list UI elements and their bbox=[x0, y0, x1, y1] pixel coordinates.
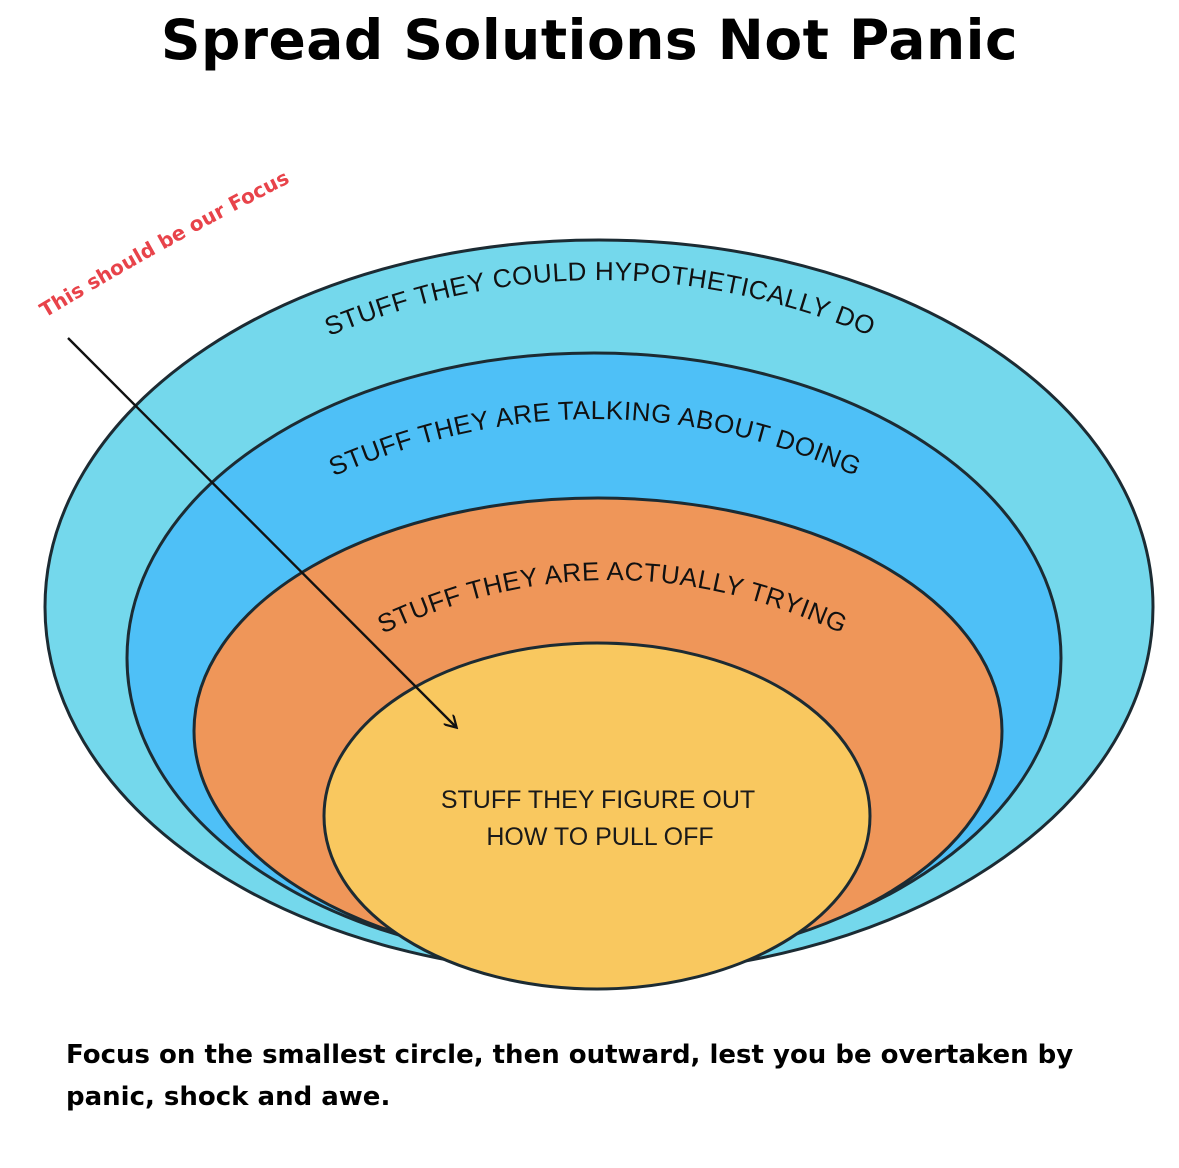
focus-arrow bbox=[67, 337, 456, 727]
ring-figured-out-label-line-2: HOW TO PULL OFF bbox=[486, 823, 713, 851]
page-title: Spread Solutions Not Panic bbox=[160, 8, 1019, 72]
ring-figured-out-label-line-1: STUFF THEY FIGURE OUT bbox=[441, 786, 755, 814]
ring-figured-out bbox=[322, 641, 872, 991]
focus-annotation: This should be our Focus bbox=[35, 165, 292, 322]
caption: Focus on the smallest circle, then outwa… bbox=[66, 1040, 1074, 1112]
